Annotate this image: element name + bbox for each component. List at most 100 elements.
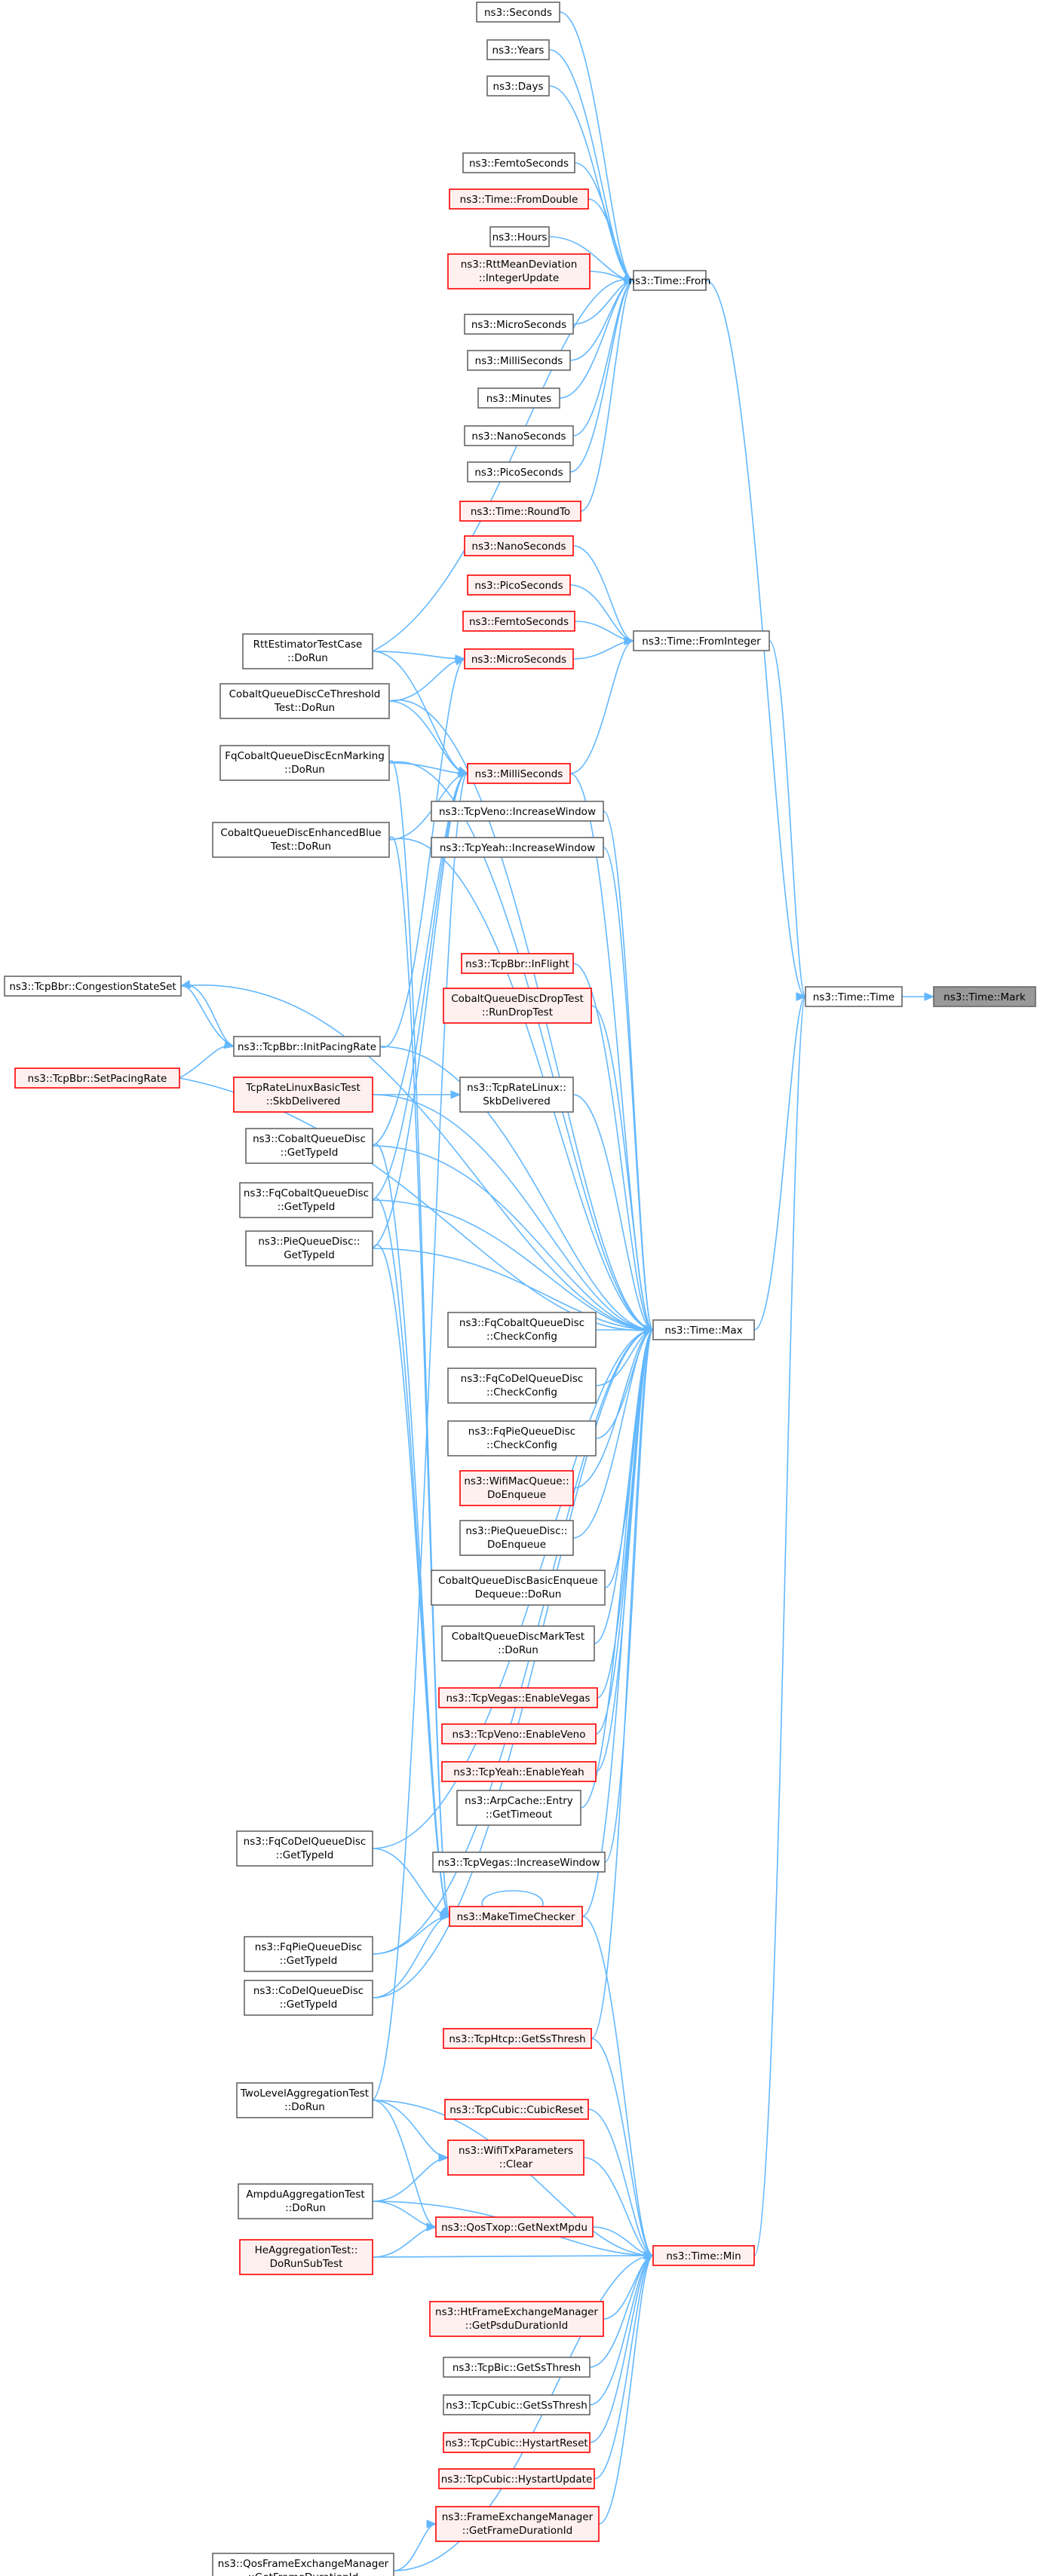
node-label: ns3::CobaltQueueDisc (253, 1133, 366, 1145)
node-cobaltmark[interactable]: CobaltQueueDiscMarkTest::DoRun (441, 1625, 595, 1662)
node-label: ns3::TcpBbr::SetPacingRate (28, 1073, 167, 1085)
node-label: ::GetTypeId (280, 1955, 338, 1967)
node-label: ns3::TcpBbr::CongestionStateSet (9, 981, 176, 993)
node-mark[interactable]: ns3::Time::Mark (933, 986, 1036, 1007)
node-nano1[interactable]: ns3::NanoSeconds (464, 425, 574, 446)
node-label: ::GetTypeId (278, 1201, 336, 1213)
node-wifitx[interactable]: ns3::WifiTxParameters::Clear (447, 2140, 584, 2176)
node-box (459, 1470, 574, 1506)
node-maketime[interactable]: ns3::MakeTimeChecker (449, 1906, 583, 1927)
node-hystupd[interactable]: ns3::TcpCubic::HystartUpdate (438, 2468, 595, 2489)
node-envegas[interactable]: ns3::TcpVegas::EnableVegas (438, 1687, 598, 1708)
node-qostxop[interactable]: ns3::QosTxop::GetNextMpdu (435, 2216, 594, 2238)
node-label: ns3::Minutes (486, 393, 551, 405)
node-label: ns3::Time::Mark (943, 991, 1026, 1003)
node-arpcache[interactable]: ns3::ArpCache::Entry::GetTimeout (456, 1790, 581, 1826)
node-fqcobaltecn[interactable]: FqCobaltQueueDiscEcnMarking::DoRun (219, 745, 390, 781)
node-roundto[interactable]: ns3::Time::RoundTo (459, 501, 581, 522)
call-edge-maketime-to-min (581, 1916, 654, 2256)
node-nano2[interactable]: ns3::NanoSeconds (464, 535, 574, 556)
node-piegt[interactable]: ns3::PieQueueDisc::GetTypeId (245, 1230, 373, 1267)
node-rttest[interactable]: RttEstimatorTestCase::DoRun (242, 633, 373, 669)
node-fqpiegt[interactable]: ns3::FqPieQueueDisc::GetTypeId (244, 1936, 373, 1972)
node-htcp[interactable]: ns3::TcpHtcp::GetSsThresh (443, 2028, 592, 2049)
node-frameexch[interactable]: ns3::FrameExchangeManager::GetFrameDurat… (435, 2506, 600, 2542)
node-tcpvegasinc[interactable]: ns3::TcpVegas::IncreaseWindow (432, 1852, 606, 1873)
node-enyeah[interactable]: ns3::TcpYeah::EnableYeah (441, 1761, 597, 1782)
node-from[interactable]: ns3::Time::From (629, 270, 711, 291)
node-femto1[interactable]: ns3::FemtoSeconds (462, 152, 575, 173)
node-milli1[interactable]: ns3::MilliSeconds (467, 350, 571, 371)
node-hours[interactable]: ns3::Hours (489, 226, 550, 247)
node-heagg[interactable]: HeAggregationTest::DoRunSubTest (239, 2239, 373, 2275)
node-label: ns3::TcpBbr::InitPacingRate (238, 1041, 376, 1053)
node-htframe[interactable]: ns3::HtFrameExchangeManager::GetPsduDura… (429, 2301, 604, 2337)
node-years[interactable]: ns3::Years (486, 39, 550, 60)
node-setpacing[interactable]: ns3::TcpBbr::SetPacingRate (14, 1067, 180, 1089)
node-milli2[interactable]: ns3::MilliSeconds (467, 763, 571, 784)
call-edge-heagg-to-min (372, 2255, 654, 2258)
node-box (459, 1077, 574, 1113)
node-fqcodelcc[interactable]: ns3::FqCoDelQueueDisc::CheckConfig (447, 1368, 597, 1404)
node-cobaltdrop[interactable]: CobaltQueueDiscDropTest::RunDropTest (443, 988, 592, 1024)
node-label: ns3::TcpBbr::InFlight (465, 958, 569, 970)
node-box (14, 1067, 180, 1089)
call-edge-codelgt-to-max (372, 1329, 654, 1999)
node-enveno[interactable]: ns3::TcpVeno::EnableVeno (441, 1723, 597, 1744)
call-edge-congstate-to-initpacing (180, 984, 235, 1047)
node-label: ns3::FqCoDelQueueDisc (244, 1836, 367, 1848)
call-edge-twolevel-to-min (372, 2100, 654, 2256)
node-cubicreset[interactable]: ns3::TcpCubic::CubicReset (444, 2099, 589, 2120)
node-qosframe[interactable]: ns3::QosFrameExchangeManager::GetFrameDu… (212, 2553, 394, 2576)
node-twolevel[interactable]: TwoLevelAggregationTest::DoRun (236, 2082, 373, 2118)
call-edge-htcp-to-max (591, 1329, 654, 2039)
node-fromdouble[interactable]: ns3::Time::FromDouble (449, 188, 589, 210)
node-wifienq[interactable]: ns3::WifiMacQueue::DoEnqueue (459, 1470, 574, 1506)
node-cobaltbasic[interactable]: CobaltQueueDiscBasicEnqueueDequeue::DoRu… (431, 1570, 606, 1606)
node-bicss[interactable]: ns3::TcpBic::GetSsThresh (443, 2357, 591, 2378)
node-inflight[interactable]: ns3::TcpBbr::InFlight (461, 953, 574, 974)
node-max[interactable]: ns3::Time::Max (652, 1319, 755, 1340)
node-box (805, 986, 903, 1007)
call-edge-tcpvenoinc-to-max (603, 810, 654, 1331)
node-hystreset[interactable]: ns3::TcpCubic::HystartReset (443, 2432, 591, 2453)
node-fromint[interactable]: ns3::Time::FromInteger (633, 630, 770, 651)
node-box (443, 2394, 591, 2415)
node-label: Test::DoRun (270, 841, 331, 853)
node-box (441, 1723, 597, 1744)
node-tcprlskb[interactable]: ns3::TcpRateLinux::SkbDelivered (459, 1077, 574, 1113)
node-tcpyeahinc[interactable]: ns3::TcpYeah::IncreaseWindow (431, 837, 604, 858)
node-fqcobaltcc[interactable]: ns3::FqCobaltQueueDisc::CheckConfig (447, 1312, 597, 1348)
node-fqcobaltgt[interactable]: ns3::FqCobaltQueueDisc::GetTypeId (239, 1182, 373, 1218)
node-box (233, 1036, 381, 1057)
node-time[interactable]: ns3::Time::Time (805, 986, 903, 1007)
node-initpacing[interactable]: ns3::TcpBbr::InitPacingRate (233, 1036, 381, 1057)
node-fqpiecc[interactable]: ns3::FqPieQueueDisc::CheckConfig (447, 1420, 597, 1456)
node-min[interactable]: ns3::Time::Min (652, 2245, 755, 2266)
node-cobaltgt[interactable]: ns3::CobaltQueueDisc::GetTypeId (245, 1128, 373, 1164)
node-fqcodelgt[interactable]: ns3::FqCoDelQueueDisc::GetTypeId (236, 1830, 373, 1867)
node-ampdu[interactable]: AmpduAggregationTest::DoRun (238, 2183, 373, 2219)
node-cubicss[interactable]: ns3::TcpCubic::GetSsThresh (443, 2394, 591, 2415)
node-femto2[interactable]: ns3::FemtoSeconds (462, 611, 575, 632)
node-micro1[interactable]: ns3::MicroSeconds (464, 314, 574, 335)
node-label: Test::DoRun (274, 702, 335, 714)
node-micro2[interactable]: ns3::MicroSeconds (464, 648, 574, 669)
node-pico1[interactable]: ns3::PicoSeconds (467, 461, 571, 482)
call-edge-hystupd-to-min (594, 2255, 654, 2480)
node-seconds[interactable]: ns3::Seconds (476, 2, 560, 23)
node-rttmean[interactable]: ns3::RttMeanDeviation::IntegerUpdate (447, 253, 591, 289)
node-pieenq[interactable]: ns3::PieQueueDisc::DoEnqueue (459, 1520, 574, 1556)
node-pico2[interactable]: ns3::PicoSeconds (467, 574, 571, 596)
node-codelgt[interactable]: ns3::CoDelQueueDisc::GetTypeId (244, 1980, 373, 2016)
node-congstate[interactable]: ns3::TcpBbr::CongestionStateSet (4, 976, 182, 997)
node-days[interactable]: ns3::Days (486, 75, 550, 96)
node-tcpvenoinc[interactable]: ns3::TcpVeno::IncreaseWindow (431, 801, 604, 822)
node-tcprltest[interactable]: TcpRateLinuxBasicTest::SkbDelivered (233, 1077, 373, 1113)
node-box (443, 988, 592, 1024)
node-minutes[interactable]: ns3::Minutes (477, 387, 560, 409)
edge-arrowhead (450, 1090, 462, 1099)
